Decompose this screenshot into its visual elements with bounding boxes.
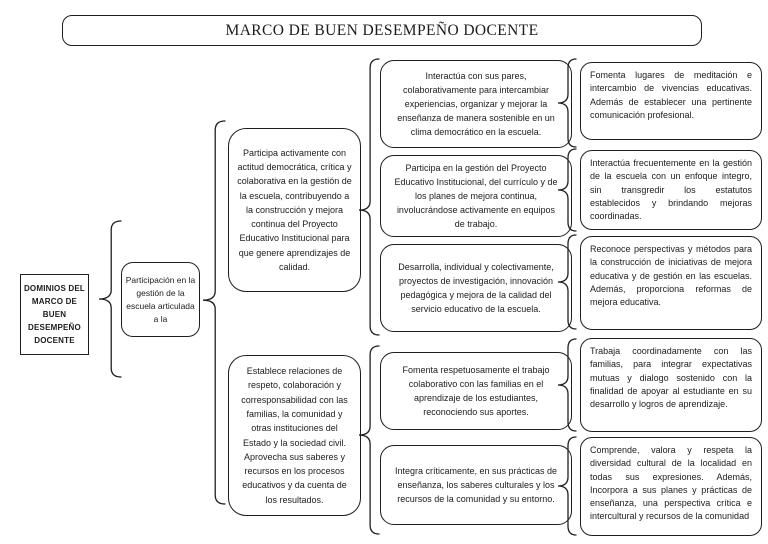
brace-domain-to-competencies: [202, 120, 226, 505]
detail-node-4: Trabaja coordinadamente con las familias…: [580, 338, 762, 432]
performance-node-4: Fomenta respetuosamente el trabajo colab…: [380, 352, 572, 430]
brace-performance2-to-detail: [557, 148, 577, 232]
competency-node-2: Establece relaciones de respeto, colabor…: [228, 355, 361, 516]
root-node-dominios: DOMINIOS DEL MARCO DE BUEN DESEMPEÑO DOC…: [20, 274, 89, 355]
brace-performance5-to-detail: [557, 436, 577, 536]
detail-node-3: Reconoce perspectivas y métodos para la …: [580, 236, 762, 330]
diagram-title: MARCO DE BUEN DESEMPEÑO DOCENTE: [62, 15, 702, 46]
competency-node-1: Participa activamente con actitud democr…: [228, 128, 361, 292]
performance-node-2: Participa en la gestión del Proyecto Edu…: [380, 155, 572, 237]
brace-performance3-to-detail: [557, 234, 577, 330]
brace-competency2-to-performances: [358, 345, 380, 535]
detail-node-5: Comprende, valora y respeta la diversida…: [580, 437, 762, 536]
detail-node-2: Interactúa frecuentemente en la gestión …: [580, 150, 762, 230]
performance-node-5: Integra críticamente, en sus prácticas d…: [380, 445, 572, 525]
brace-competency1-to-performances: [358, 58, 380, 336]
domain-node-participacion: Participación en la gestión de la escuel…: [121, 262, 200, 337]
detail-node-1: Fomenta lugares de meditación e intercam…: [580, 62, 762, 140]
brace-root-to-domain: [98, 220, 122, 378]
performance-node-1: Interactúa con sus pares, colaborativame…: [380, 60, 572, 148]
performance-node-3: Desarrolla, individual y colectivamente,…: [380, 244, 572, 332]
brace-performance1-to-detail: [557, 58, 577, 148]
brace-performance4-to-detail: [557, 338, 577, 432]
